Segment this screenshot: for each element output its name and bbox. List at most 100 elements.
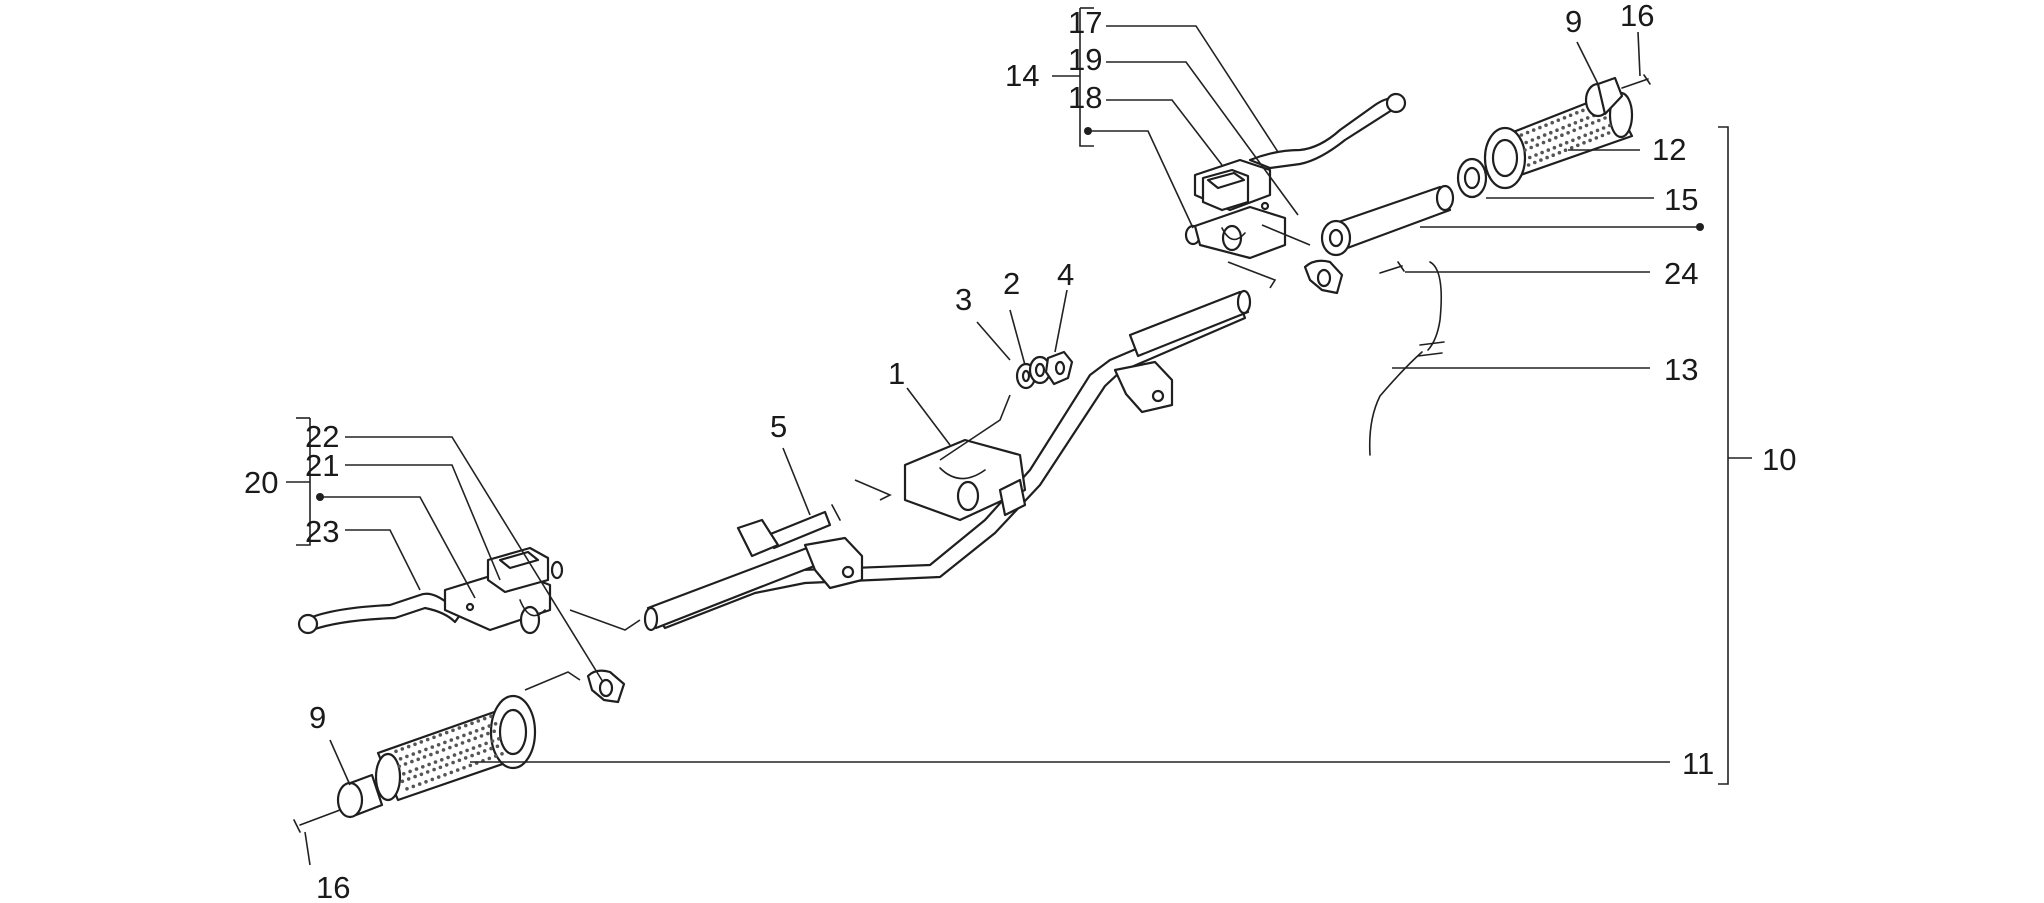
label-16-bottom: 16	[316, 870, 350, 903]
grip-dimple	[405, 787, 409, 791]
grip-dimple	[452, 753, 457, 757]
grip-dimple	[419, 740, 424, 744]
grip-dimple	[433, 760, 438, 764]
grip-dimple	[1572, 128, 1576, 133]
grip-dimple	[1577, 136, 1581, 140]
grip-dimple	[1594, 136, 1599, 140]
grip-dimple	[455, 736, 460, 740]
grip-dimple	[1550, 120, 1554, 125]
grip-dimple	[490, 739, 495, 743]
grip-dimple	[451, 728, 455, 733]
label-15: 15	[1664, 182, 1698, 217]
grip-dimple	[1526, 163, 1531, 167]
grip-dimple	[436, 775, 441, 779]
grip-dimple	[1601, 126, 1606, 130]
grip-dimple	[486, 731, 490, 736]
grip-dimple	[484, 741, 488, 746]
grip-dimple	[435, 750, 440, 755]
grip-dimple	[473, 736, 478, 741]
grip-dimple	[449, 770, 454, 775]
label-20: 20	[244, 465, 278, 500]
right-lever-assembly	[1184, 92, 1407, 260]
grip-dimple	[493, 754, 498, 758]
grip-dimple	[1519, 133, 1524, 137]
grip-dimple	[1590, 121, 1595, 125]
grip-dimple	[424, 780, 428, 784]
grip-dimple	[1583, 133, 1587, 138]
grip-dimple	[1563, 148, 1568, 152]
grip-dimple	[463, 723, 468, 728]
grip-dimple	[430, 745, 435, 749]
grip-dimple	[400, 779, 405, 784]
grip-dimple	[1539, 158, 1543, 162]
grip-dimple	[489, 714, 493, 719]
grip-dimple	[481, 726, 485, 731]
label-18: 18	[1068, 80, 1102, 115]
grip-dimple	[1597, 118, 1601, 123]
grip-dimple	[462, 766, 466, 770]
grip-dimple	[438, 733, 443, 737]
grip-dimple	[1547, 138, 1552, 142]
throttle-cable	[1368, 261, 1445, 456]
grip-dimple	[427, 762, 431, 767]
grip-dimple	[471, 746, 476, 750]
grip-dimple	[424, 747, 428, 752]
grip-dimple	[1582, 141, 1586, 145]
grip-dimple	[1540, 150, 1544, 155]
grip-dimple	[432, 735, 436, 740]
grip-dimple	[1575, 111, 1579, 115]
grip-dimple	[414, 767, 419, 771]
grip-dimple	[1541, 140, 1546, 145]
grip-dimple	[1562, 116, 1567, 120]
grip-dimple	[443, 773, 447, 777]
grip-dimple	[495, 744, 500, 749]
washers-and-nut	[1015, 350, 1074, 390]
grip-dimple	[1557, 150, 1562, 155]
grip-dimple	[449, 738, 454, 742]
grip-dimple	[465, 748, 469, 753]
grip-dimple	[1560, 133, 1564, 137]
grip-dimple	[1538, 125, 1542, 130]
grip-dimple	[489, 746, 493, 751]
grip-dimple	[479, 734, 484, 738]
grip-dimple	[1579, 118, 1584, 123]
grip-dimple	[444, 763, 449, 767]
grip-dimple	[1588, 138, 1592, 143]
part-labels: 1 2 3 4 5 9 16 17 19 18 14 12 15 24 13 1…	[244, 0, 1796, 903]
grip-dimple	[413, 774, 417, 779]
left-end-screw	[293, 809, 341, 833]
grip-dimple	[1595, 128, 1600, 133]
throttle-screw	[1379, 261, 1405, 274]
grip-dimple	[1578, 126, 1583, 130]
grip-dimple	[474, 729, 479, 733]
grip-dimple	[417, 750, 422, 754]
right-end-screw	[1621, 74, 1651, 89]
grip-dimple	[1536, 135, 1541, 140]
label-19: 19	[1068, 42, 1102, 77]
grip-dimple	[492, 729, 497, 734]
grip-dimple	[1546, 148, 1551, 152]
grip-dimple	[425, 770, 430, 774]
grip-dimple	[500, 752, 504, 756]
grip-dimple	[1564, 140, 1569, 145]
grip-dimple	[462, 733, 466, 738]
grip-dimple	[463, 756, 468, 760]
handlebar	[643, 289, 1252, 632]
grip-dimple	[1524, 140, 1528, 145]
grip-dimple	[1585, 116, 1590, 120]
grip-dimple	[1571, 138, 1575, 143]
grip-dimple	[394, 749, 398, 754]
grip-dimple	[425, 737, 430, 742]
grip-dimple	[1608, 123, 1612, 128]
throttle-washer	[1456, 157, 1488, 199]
grip-dimple	[468, 731, 473, 735]
grip-dimple	[1545, 155, 1549, 160]
grip-dimple	[1551, 153, 1555, 157]
left-grip	[374, 694, 537, 802]
label-10: 10	[1762, 442, 1796, 477]
grip-dimple	[459, 751, 463, 755]
grip-dimple	[1534, 153, 1538, 157]
label-24: 24	[1664, 256, 1698, 291]
grip-dimple	[1576, 143, 1580, 148]
grip-dimple	[487, 756, 492, 761]
